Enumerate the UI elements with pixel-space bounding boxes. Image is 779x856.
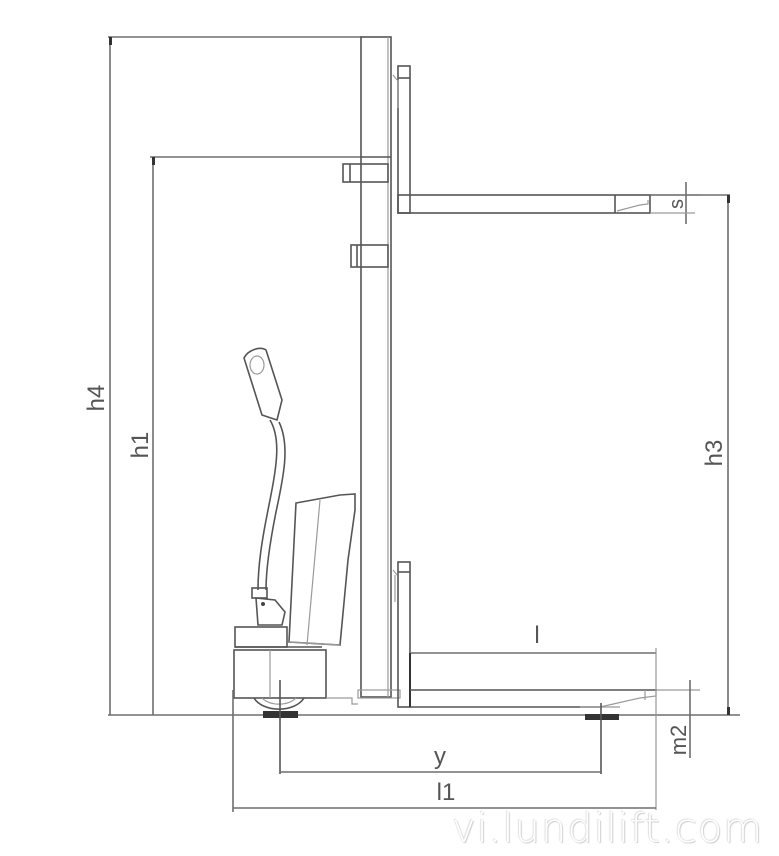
dimension-h3: h3 <box>650 194 730 715</box>
dimension-l: l <box>411 622 657 810</box>
lowered-forks <box>392 561 657 708</box>
label-m2: m2 <box>666 725 691 756</box>
label-l: l <box>534 622 539 649</box>
label-h3: h3 <box>701 440 728 467</box>
dimension-m2: m2 <box>656 680 700 758</box>
dimension-l1: l1 <box>232 690 656 812</box>
dimension-h4: h4 <box>83 36 362 715</box>
mast <box>342 36 401 699</box>
label-l1: l1 <box>437 779 456 806</box>
chassis <box>233 493 358 705</box>
watermark: vi.lundilift.com <box>452 806 764 852</box>
label-h4: h4 <box>83 385 110 412</box>
raised-carriage <box>392 65 651 214</box>
load-wheel <box>580 703 620 774</box>
label-s: s <box>666 199 688 209</box>
tiller-handle <box>243 347 286 626</box>
dimension-s: s <box>650 182 700 224</box>
label-y: y <box>434 743 446 770</box>
dimension-y: y <box>280 743 602 773</box>
dimension-h1: h1 <box>127 156 362 715</box>
drive-wheel <box>253 680 305 774</box>
label-h1: h1 <box>127 432 154 459</box>
